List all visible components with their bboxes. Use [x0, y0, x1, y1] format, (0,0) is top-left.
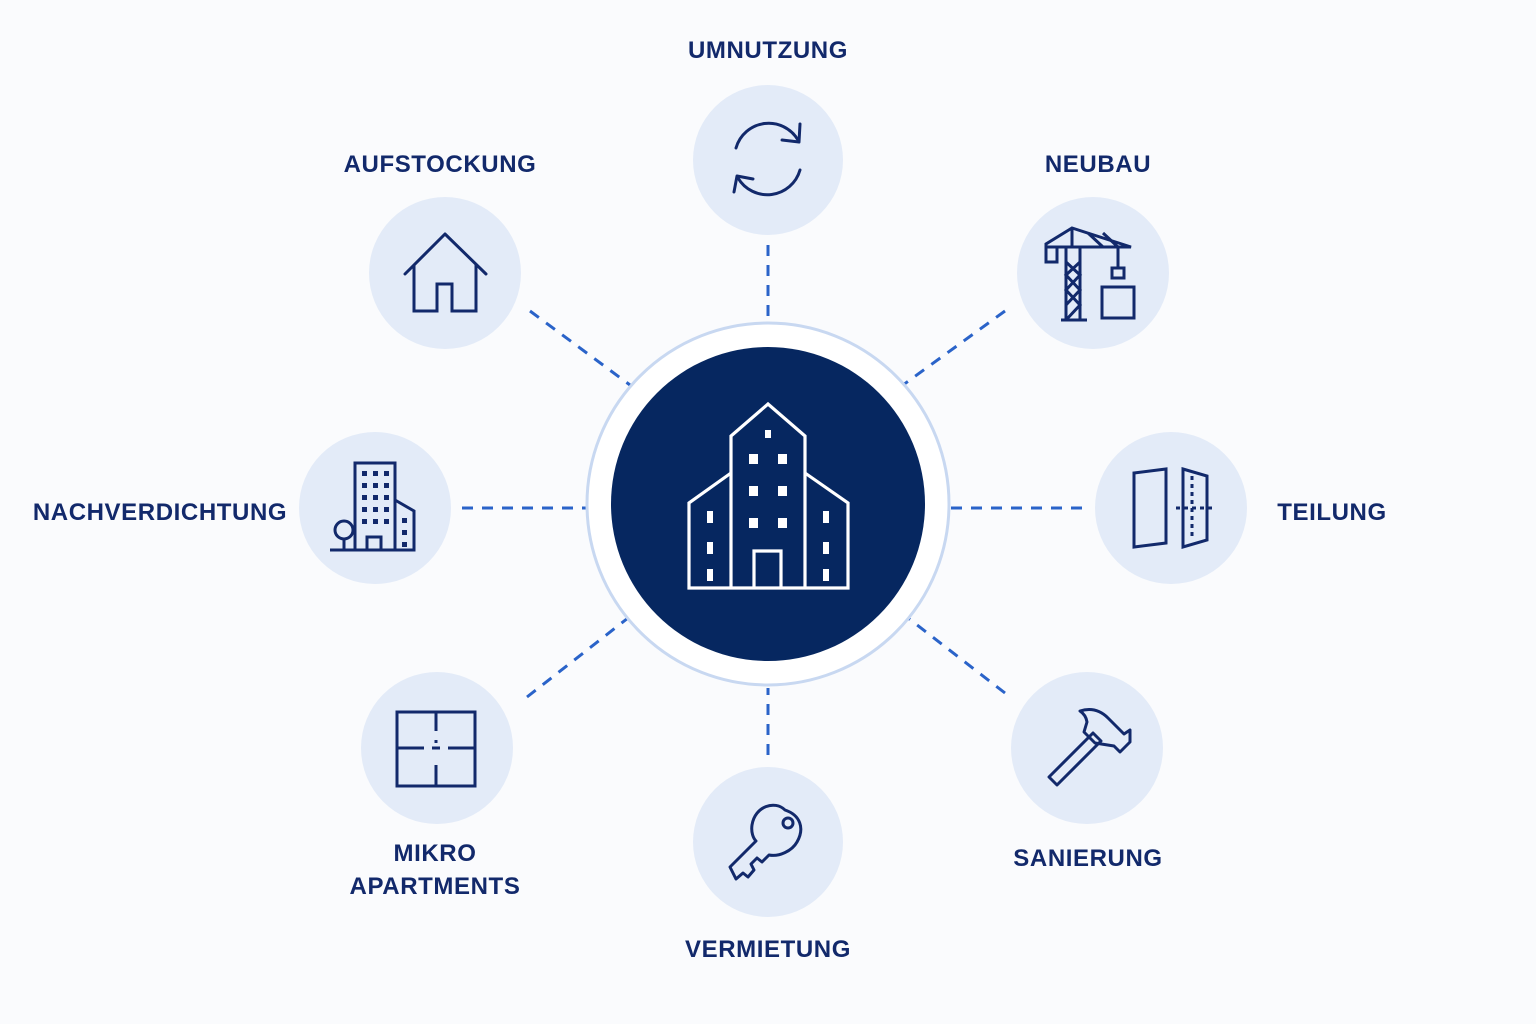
- city-buildings-icon: [330, 461, 416, 552]
- crane-icon: [1044, 226, 1136, 322]
- connectors: [462, 245, 1082, 755]
- connector-neubau: [902, 309, 1006, 387]
- connector-mikro: [526, 616, 629, 699]
- label-vermietung: VERMIETUNG: [684, 936, 851, 963]
- house-icon: [403, 232, 488, 313]
- label-sanierung: SANIERUNG: [1013, 845, 1163, 872]
- label-aufstockung: AUFSTOCKUNG: [343, 151, 537, 178]
- hub-circle: [611, 347, 925, 661]
- node-neubau[interactable]: [1017, 197, 1169, 349]
- label-mikro-apartments: MIKRO APARTMENTS: [325, 837, 545, 903]
- node-teilung[interactable]: [1095, 432, 1247, 584]
- hammer-icon: [1047, 708, 1132, 787]
- node-umnutzung[interactable]: [693, 85, 843, 235]
- key-icon: [728, 803, 803, 881]
- label-neubau: NEUBAU: [1044, 151, 1152, 178]
- floorplan-icon: [395, 710, 477, 788]
- connector-aufstockung: [529, 309, 631, 387]
- hub: [585, 321, 951, 687]
- connector-sanierung: [907, 616, 1006, 695]
- node-sanierung[interactable]: [1011, 672, 1163, 824]
- label-mikro-line-1: MIKRO: [393, 840, 477, 867]
- label-umnutzung: UMNUTZUNG: [687, 37, 849, 64]
- building-icon: [687, 401, 850, 590]
- node-aufstockung[interactable]: [369, 197, 521, 349]
- label-teilung: TEILUNG: [1277, 499, 1387, 526]
- label-mikro-line-2: APARTMENTS: [349, 873, 521, 900]
- split-door-icon: [1132, 467, 1214, 549]
- node-vermietung[interactable]: [693, 767, 843, 917]
- refresh-icon: [732, 121, 802, 197]
- node-circles: [299, 85, 1247, 917]
- label-nachverdichtung: NACHVERDICHTUNG: [32, 499, 288, 526]
